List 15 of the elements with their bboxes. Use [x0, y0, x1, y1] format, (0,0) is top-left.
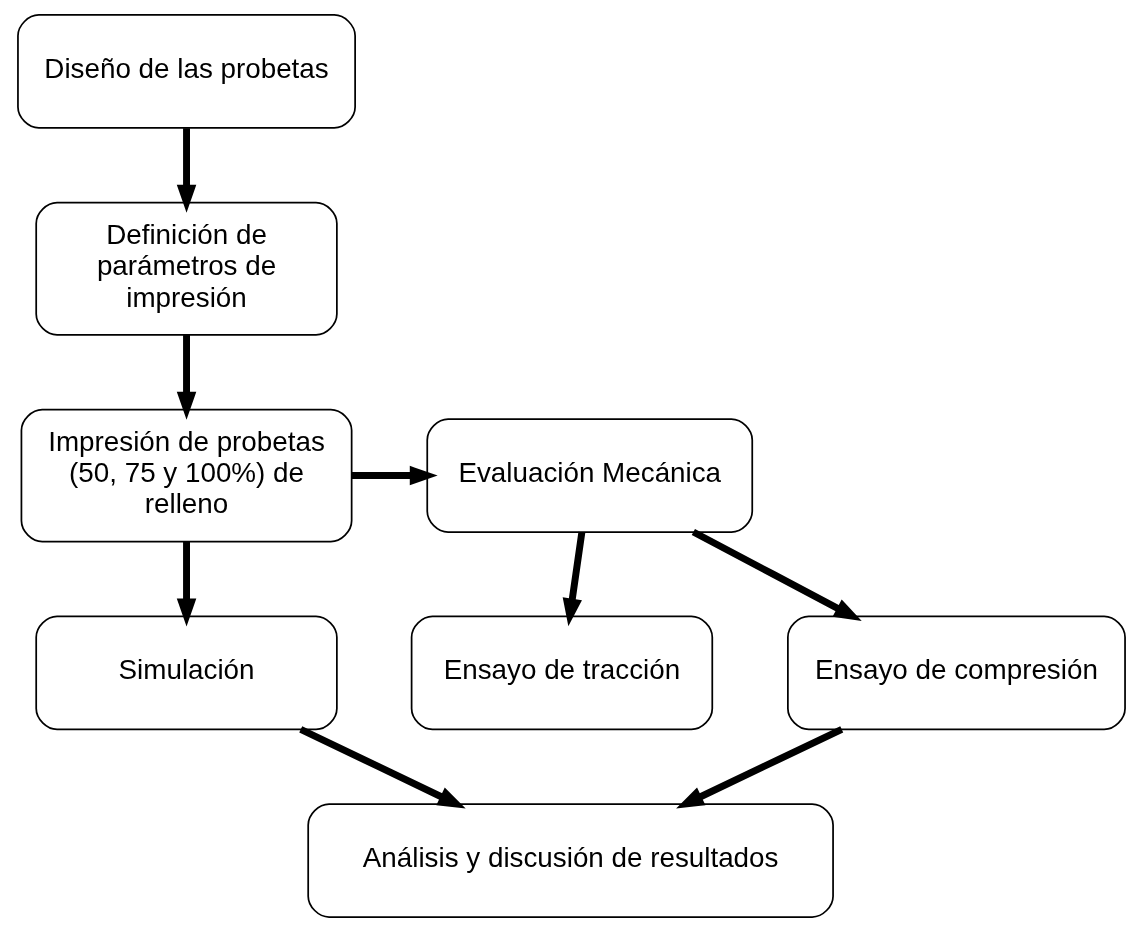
node-box: Definición de parámetros de impresión: [35, 201, 338, 336]
node-box: Evaluación Mecánica: [426, 418, 754, 533]
node-box: Impresión de probetas (50, 75 y 100%) de relleno: [20, 408, 353, 543]
node-box: Ensayo de compresión: [787, 615, 1126, 731]
arrow: [176, 541, 197, 627]
arrow: [299, 726, 466, 809]
node-box: Simulación: [35, 615, 338, 731]
node-box: Ensayo de tracción: [410, 615, 714, 731]
arrow: [351, 465, 438, 486]
arrow: [691, 528, 862, 622]
arrow: [562, 531, 586, 627]
node-box: Análisis y discusión de resultados: [307, 803, 834, 918]
arrow: [676, 726, 844, 809]
node-box: Diseño de las probetas: [17, 14, 356, 129]
arrow: [176, 334, 197, 420]
